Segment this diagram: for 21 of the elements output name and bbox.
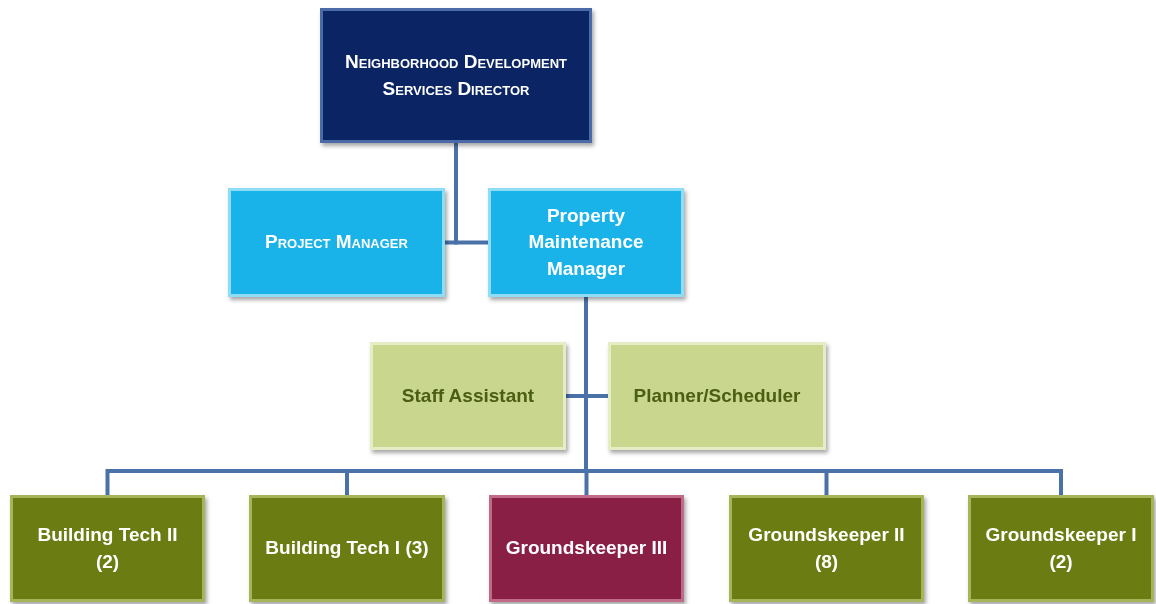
role-title: Project Manager <box>265 230 408 255</box>
staff-box <box>608 342 826 450</box>
role-title: Staff Assistant <box>401 383 535 408</box>
manager-box <box>488 188 684 297</box>
staff-box <box>489 495 684 602</box>
manager-box <box>228 188 445 297</box>
director-box <box>320 8 592 143</box>
role-title: Building Tech I (3) <box>265 536 429 561</box>
staff-box <box>249 495 445 602</box>
role-title: Groundskeeper I (2) <box>984 522 1138 574</box>
staff-box <box>370 342 566 450</box>
connector-line <box>454 143 488 245</box>
staff-box <box>729 495 924 602</box>
role-title: Building Tech II (2) <box>36 522 179 574</box>
role-title: Property Maintenance Manager <box>527 203 645 281</box>
role-title: Planner/Scheduler <box>633 383 801 408</box>
role-title: Groundskeeper III <box>505 536 668 561</box>
role-title: Neighborhood Development Services Director <box>344 49 568 101</box>
role-title: Groundskeeper II (8) <box>747 522 906 574</box>
staff-box <box>968 495 1154 602</box>
staff-box <box>10 495 205 602</box>
